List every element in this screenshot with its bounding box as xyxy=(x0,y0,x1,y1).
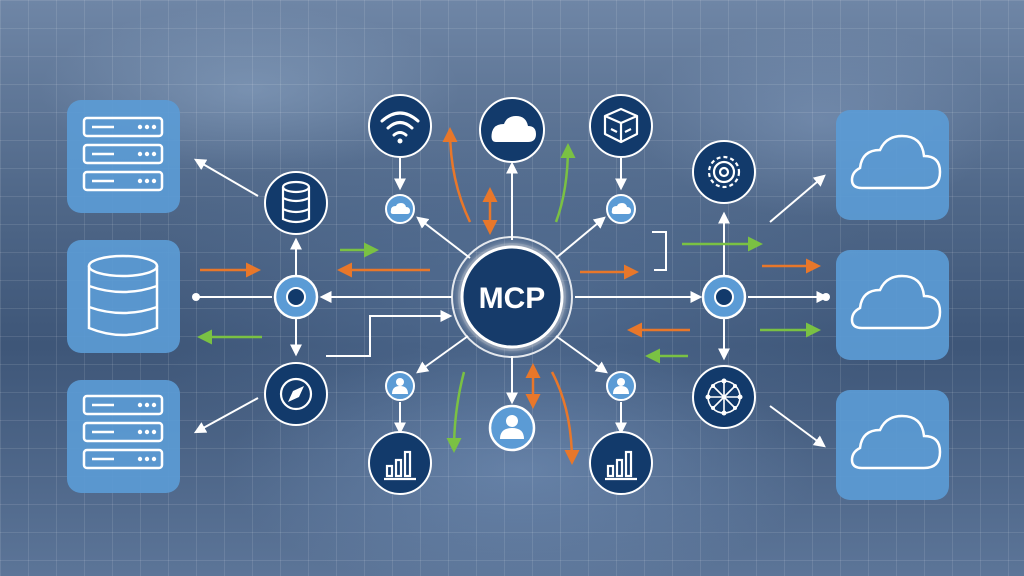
cloud-panel-top xyxy=(836,110,949,220)
compass-icon xyxy=(279,377,313,411)
cube-icon xyxy=(603,107,639,144)
orange-flow-arrows xyxy=(200,127,821,465)
server-rack-panel-bottom xyxy=(67,380,180,493)
bar-chart-icon xyxy=(384,450,416,481)
link-hub-small-cloud-left xyxy=(416,216,471,259)
cloud-node xyxy=(479,97,545,163)
bar-chart-icon xyxy=(605,450,637,481)
link-database-to-panel xyxy=(193,158,259,197)
small-cloud-node-right xyxy=(606,194,636,224)
cloud-icon xyxy=(390,203,410,214)
cloud-icon xyxy=(850,134,942,190)
cloud-icon xyxy=(850,414,942,470)
database-node xyxy=(264,171,328,235)
orange-arrow-curve-bottom xyxy=(550,371,580,465)
small-cloud-node-left xyxy=(385,194,415,224)
link-step-right xyxy=(652,231,667,271)
wifi-icon xyxy=(380,111,420,137)
junction-dot-icon xyxy=(714,287,734,307)
orange-arrow-curve-top xyxy=(442,127,472,223)
gear-icon xyxy=(707,155,741,189)
junction-node-left xyxy=(273,274,319,320)
hub-label: MCP xyxy=(479,282,546,315)
user-node-right xyxy=(606,371,636,401)
database-stack-icon xyxy=(87,254,159,337)
link-hub-user-left xyxy=(416,335,469,374)
link-step-left xyxy=(326,310,453,357)
junction-dot-icon xyxy=(286,287,306,307)
user-icon xyxy=(613,378,629,394)
left-endpoint-dot xyxy=(192,293,200,301)
link-hub-user-right xyxy=(555,335,608,374)
server-rack-icon xyxy=(82,116,164,192)
database-icon xyxy=(281,180,311,224)
server-rack-icon xyxy=(82,394,164,470)
server-rack-panel-top xyxy=(67,100,180,213)
chart-node-left xyxy=(368,431,432,495)
green-arrow-curve-top xyxy=(554,143,576,223)
user-icon xyxy=(500,415,524,439)
link-globe-to-cloud xyxy=(769,405,826,448)
compass-node xyxy=(264,362,328,426)
link-hub-small-cloud-right xyxy=(555,216,606,259)
green-arrow-curve-bottom xyxy=(446,371,466,453)
cloud-icon xyxy=(850,274,942,330)
user-node-center xyxy=(488,404,536,452)
user-node-left xyxy=(385,371,415,401)
green-flow-arrows xyxy=(197,143,821,453)
gear-node xyxy=(692,140,756,204)
junction-node-right xyxy=(701,274,747,320)
network-globe-node xyxy=(692,365,756,429)
chart-node-right xyxy=(589,431,653,495)
user-icon xyxy=(392,378,408,394)
cube-node xyxy=(589,94,653,158)
cloud-panel-middle xyxy=(836,250,949,360)
cloud-panel-bottom xyxy=(836,390,949,500)
wifi-node xyxy=(368,94,432,158)
mcp-hub: MCP xyxy=(451,236,573,358)
cloud-icon xyxy=(611,203,631,214)
link-gear-to-cloud xyxy=(769,174,826,223)
link-compass-to-panel xyxy=(193,397,259,434)
database-panel-middle xyxy=(67,240,180,353)
cloud-icon xyxy=(491,116,536,142)
connector-lines xyxy=(193,158,829,448)
right-endpoint-dot xyxy=(822,293,830,301)
